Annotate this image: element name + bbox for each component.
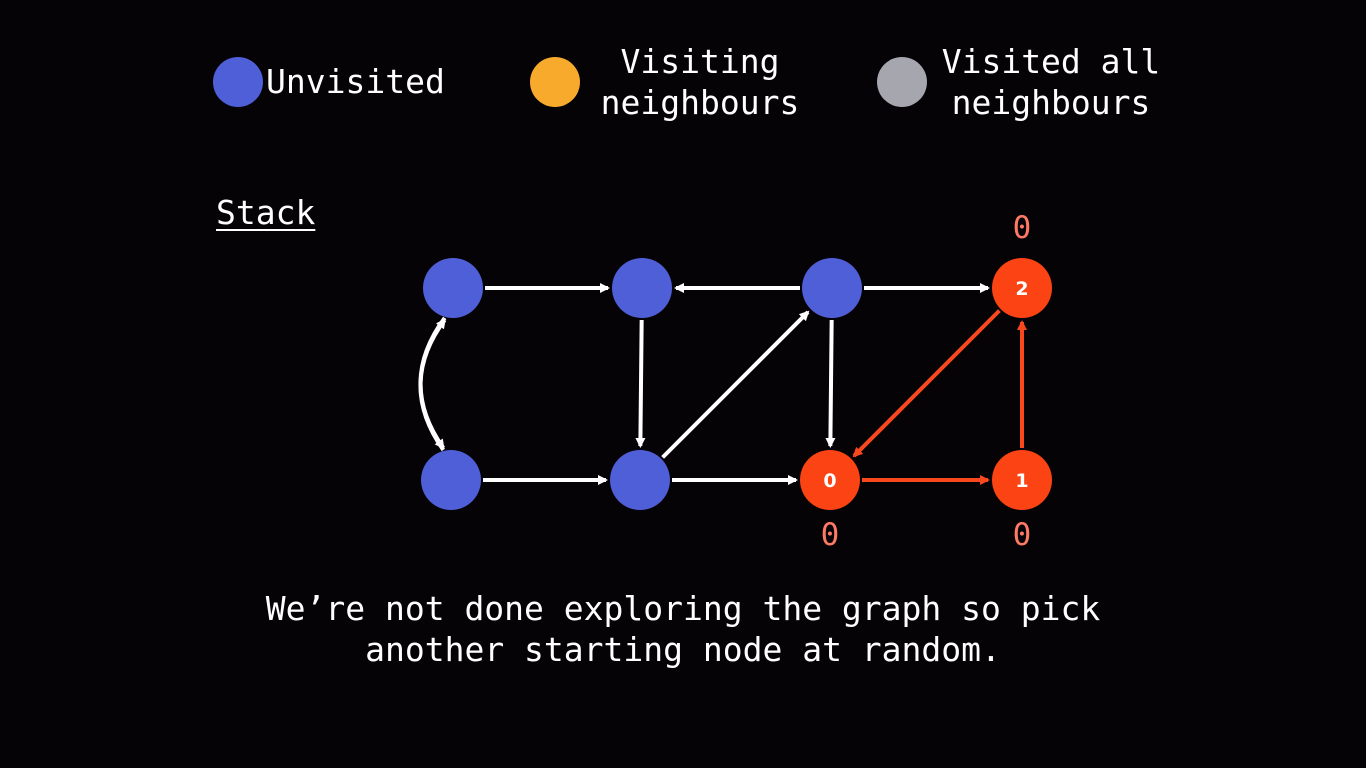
legend-visited-label: Visited all neighbours: [941, 42, 1161, 122]
legend-unvisited-label: Unvisited: [266, 62, 445, 101]
order-label-n8: 0: [1013, 517, 1032, 553]
node-n3: [802, 258, 862, 318]
legend-unvisited-dot: [213, 57, 263, 107]
edge-n6-n3: [661, 310, 810, 459]
node-label-n4: 2: [1015, 278, 1028, 300]
caption: We’re not done exploring the graph so pi…: [183, 588, 1183, 670]
node-n7: [800, 450, 860, 510]
node-label-n7: 0: [823, 470, 836, 492]
node-n8: [992, 450, 1052, 510]
caption-line-1: We’re not done exploring the graph so pi…: [265, 589, 1101, 628]
order-label-n4: 0: [1013, 210, 1032, 246]
edges: [418, 283, 1027, 485]
node-n4: [992, 258, 1052, 318]
edge-n4-n7: [852, 309, 1001, 458]
edge-n2-n6: [635, 319, 646, 449]
nodes: 2 0 0 0 1 0: [421, 210, 1052, 553]
node-n2: [612, 258, 672, 318]
legend-visiting-dot: [530, 57, 580, 107]
edge-n5-n1: [418, 318, 447, 452]
node-label-n8: 1: [1015, 470, 1028, 492]
node-n6: [610, 450, 670, 510]
node-n1: [423, 258, 483, 318]
legend-visiting-label: Visiting neighbours: [600, 42, 800, 122]
legend-visited-dot: [877, 57, 927, 107]
order-label-n7: 0: [821, 517, 840, 553]
node-n5: [421, 450, 481, 510]
caption-line-2: another starting node at random.: [365, 630, 1001, 669]
edge-n3-n7: [825, 319, 836, 449]
stack-label: Stack: [216, 193, 316, 232]
